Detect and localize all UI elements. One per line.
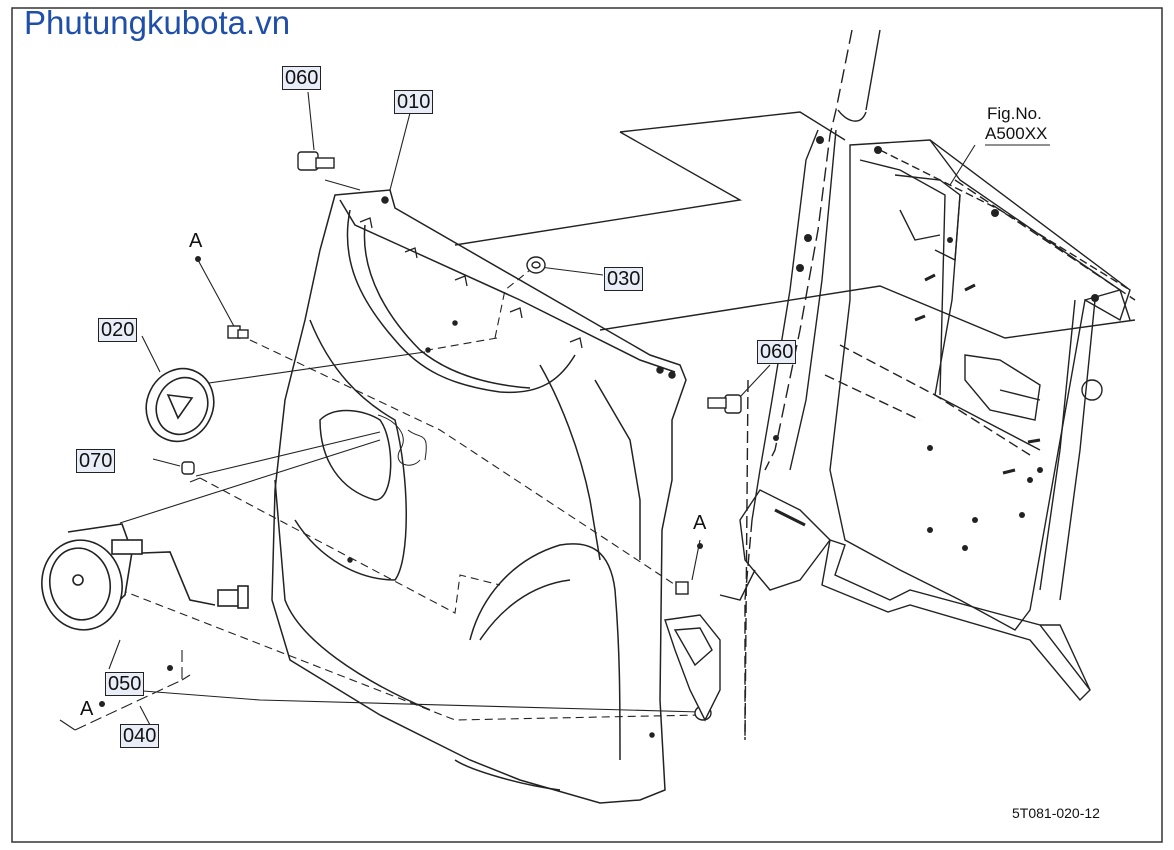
fender-panel	[271, 189, 687, 804]
leader-lines	[59, 91, 1050, 731]
figure-number: A500XX	[985, 124, 1048, 143]
drawing-border	[11, 7, 1163, 843]
reference-mark-a: A	[80, 698, 94, 720]
part-callout-010[interactable]: 010	[394, 90, 434, 114]
drawing-code: 5T081-020-12	[1012, 805, 1100, 821]
part-callout-060[interactable]: 060	[757, 340, 797, 364]
reference-dots	[99, 256, 703, 707]
chassis-frame	[454, 29, 1136, 741]
reference-mark-a: A	[693, 512, 707, 534]
part-callout-050[interactable]: 050	[105, 672, 145, 696]
work-lamp-icon	[41, 523, 249, 631]
reference-mark-a: A	[189, 230, 203, 252]
figure-label: Fig.No.	[987, 104, 1042, 123]
lamp-lens-icon	[145, 367, 215, 443]
part-callout-070[interactable]: 070	[76, 449, 116, 473]
part-callout-060[interactable]: 060	[282, 66, 322, 90]
part-callout-030[interactable]: 030	[604, 267, 644, 291]
part-callout-040[interactable]: 040	[120, 724, 160, 748]
site-watermark: Phutungkubota.vn	[24, 4, 291, 41]
small-parts	[181, 151, 742, 722]
part-callout-020[interactable]: 020	[98, 318, 138, 342]
